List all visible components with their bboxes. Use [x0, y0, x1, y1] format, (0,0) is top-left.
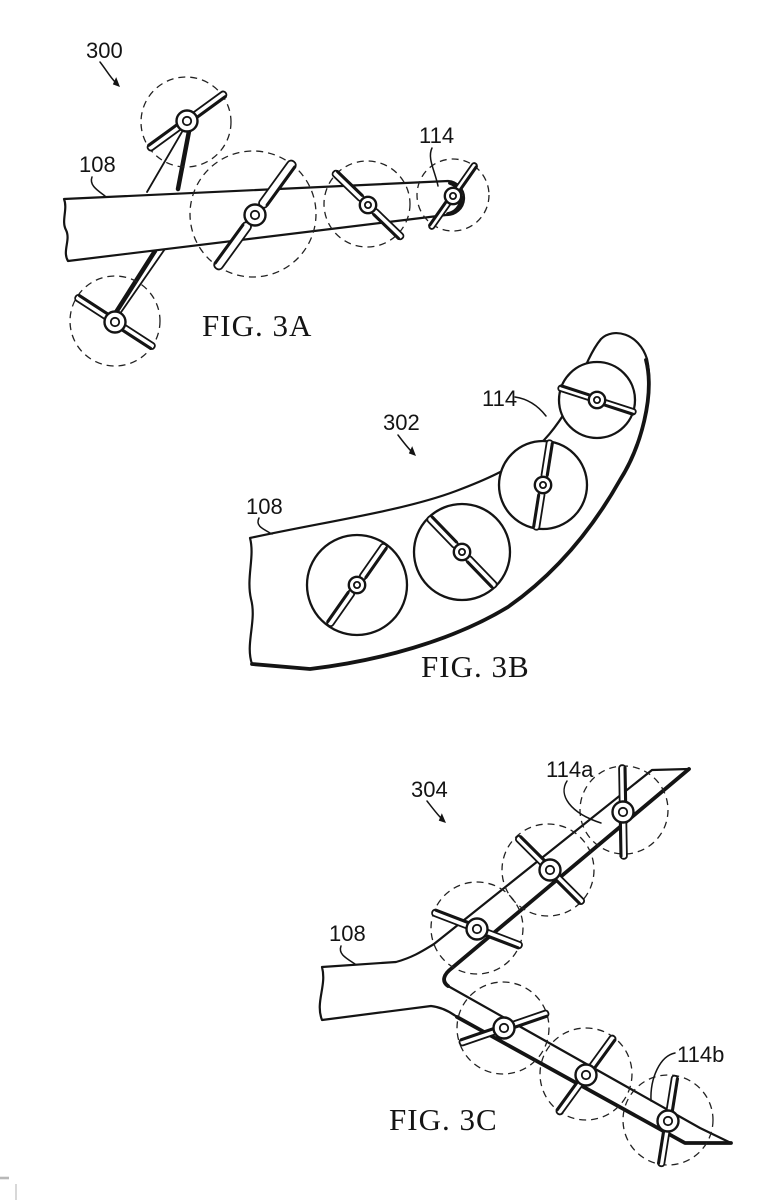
rotor-disc-dashed	[416, 158, 490, 232]
rotor-strut	[175, 123, 193, 192]
ref-leader-114	[514, 396, 547, 417]
ref-label-boom: 108	[329, 921, 366, 946]
ref-label-rotor: 114	[419, 123, 454, 148]
ref-label-rotor: 114	[482, 386, 517, 411]
figure-caption-3b: FIG. 3B	[421, 649, 530, 684]
upper-branch-edge	[442, 767, 691, 988]
ref-arrow-304	[426, 800, 442, 819]
rotor-disc-dashed	[69, 275, 161, 367]
figure-3c: 304 114a 108 114b FIG. 3C	[318, 757, 733, 1169]
ref-label-assembly: 304	[411, 777, 448, 802]
scan-artifact	[0, 1176, 17, 1200]
ref-arrow-302	[397, 434, 413, 453]
rotor-strut	[146, 124, 187, 193]
rotor-disc-dashed	[539, 1027, 633, 1121]
ref-leader-108	[257, 517, 273, 535]
ref-leader-114a	[563, 780, 602, 824]
ref-arrow-300	[99, 61, 117, 84]
ref-label-assembly: 302	[383, 410, 420, 435]
rotor-disc-dashed	[323, 160, 411, 248]
figure-caption-3a: FIG. 3A	[202, 308, 312, 343]
rotor-disc-dashed	[501, 823, 595, 917]
ref-leader-114b	[650, 1052, 676, 1102]
ref-label-boom: 108	[79, 152, 116, 177]
ref-label-rotor-upper: 114a	[546, 757, 594, 782]
figure-3a: 300 108 114 FIG. 3A	[62, 38, 490, 367]
propeller	[72, 287, 158, 357]
ref-leader-108	[90, 176, 106, 197]
rotor-disc-dashed	[456, 981, 550, 1075]
rotor-disc-dashed	[140, 76, 232, 168]
ref-leader-108	[339, 945, 356, 965]
rotor-disc-dashed	[622, 1074, 714, 1166]
lower-branch-edge	[455, 1015, 733, 1145]
figure-3b: 302 114 108 FIG. 3B	[246, 331, 651, 684]
boom-3c	[318, 767, 733, 1145]
ref-label-boom: 108	[246, 494, 283, 519]
propeller	[650, 1073, 686, 1169]
boom-outer-edge	[250, 358, 651, 671]
ref-label-rotor-lower: 114b	[677, 1042, 724, 1067]
rotor-disc-dashed	[430, 881, 524, 975]
rotor-disc-dashed	[189, 150, 317, 278]
rotor-strut	[110, 248, 158, 320]
propeller	[611, 763, 635, 861]
rotor-strut	[116, 245, 168, 319]
figure-caption-3c: FIG. 3C	[389, 1102, 498, 1137]
ref-label-assembly: 300	[86, 38, 123, 63]
ref-leader-114	[429, 147, 439, 187]
